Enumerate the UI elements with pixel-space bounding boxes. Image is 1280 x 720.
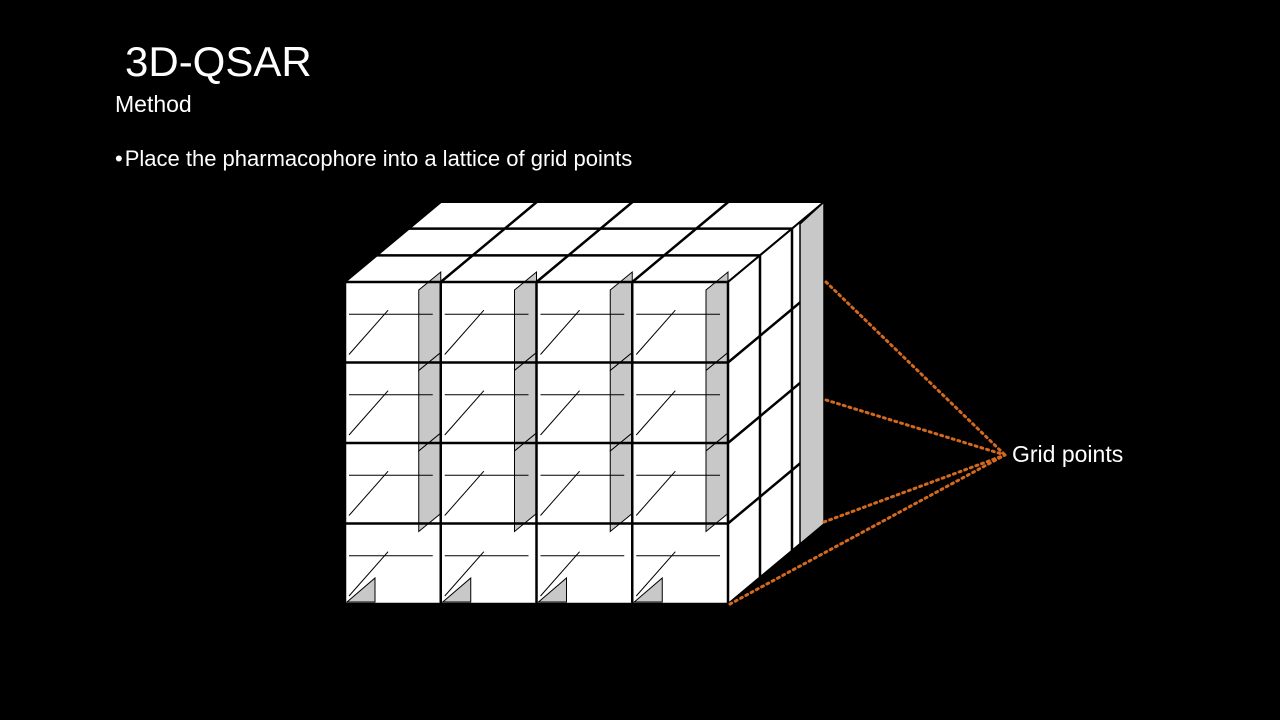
- interior-depth-line: [348, 390, 389, 436]
- interior-depth-line: [635, 470, 676, 516]
- top-grid-line: [535, 201, 634, 283]
- interior-depth-line: [444, 470, 485, 516]
- interior-depth-line: [540, 390, 580, 436]
- top-grid-line: [631, 201, 730, 283]
- interior-depth-line: [540, 551, 580, 597]
- top-grid-line: [439, 201, 538, 283]
- lattice-cube: [342, 199, 827, 607]
- grid-points-label: Grid points: [1012, 441, 1123, 467]
- interior-depth-line: [540, 470, 580, 516]
- callout-connector: [824, 398, 1007, 457]
- callout-connector: [822, 453, 1007, 524]
- bullet-marker: •: [115, 146, 123, 171]
- interior-partition: [441, 576, 472, 603]
- interior-depth-line: [635, 390, 676, 436]
- interior-depth-line: [635, 551, 676, 597]
- grid-points-callout: Grid points: [728, 280, 1123, 606]
- interior-partition: [537, 576, 567, 603]
- interior-partition: [418, 431, 442, 533]
- interior-depth-line: [444, 309, 485, 355]
- side-shade-strip: [799, 200, 825, 546]
- slide-subtitle: Method: [115, 91, 192, 117]
- interior-depth-line: [348, 309, 389, 355]
- interior-partition: [705, 431, 729, 533]
- callout-connector: [728, 453, 1007, 606]
- interior-partition: [345, 576, 376, 603]
- slide-title: 3D-QSAR: [125, 38, 312, 85]
- interior-depth-line: [444, 551, 485, 597]
- interior-depth-line: [348, 551, 389, 597]
- interior-partition: [609, 431, 633, 533]
- interior-depth-line: [444, 390, 485, 436]
- bullet-text: Place the pharmacophore into a lattice o…: [124, 146, 633, 171]
- bullet-item: •Place the pharmacophore into a lattice …: [115, 145, 632, 173]
- interior-partition: [514, 431, 537, 533]
- cube-front-outline: [343, 280, 730, 606]
- callout-connector: [824, 280, 1007, 457]
- interior-partition: [632, 576, 663, 603]
- interior-depth-line: [348, 470, 389, 516]
- interior-depth-line: [540, 309, 580, 355]
- interior-depth-line: [635, 309, 676, 355]
